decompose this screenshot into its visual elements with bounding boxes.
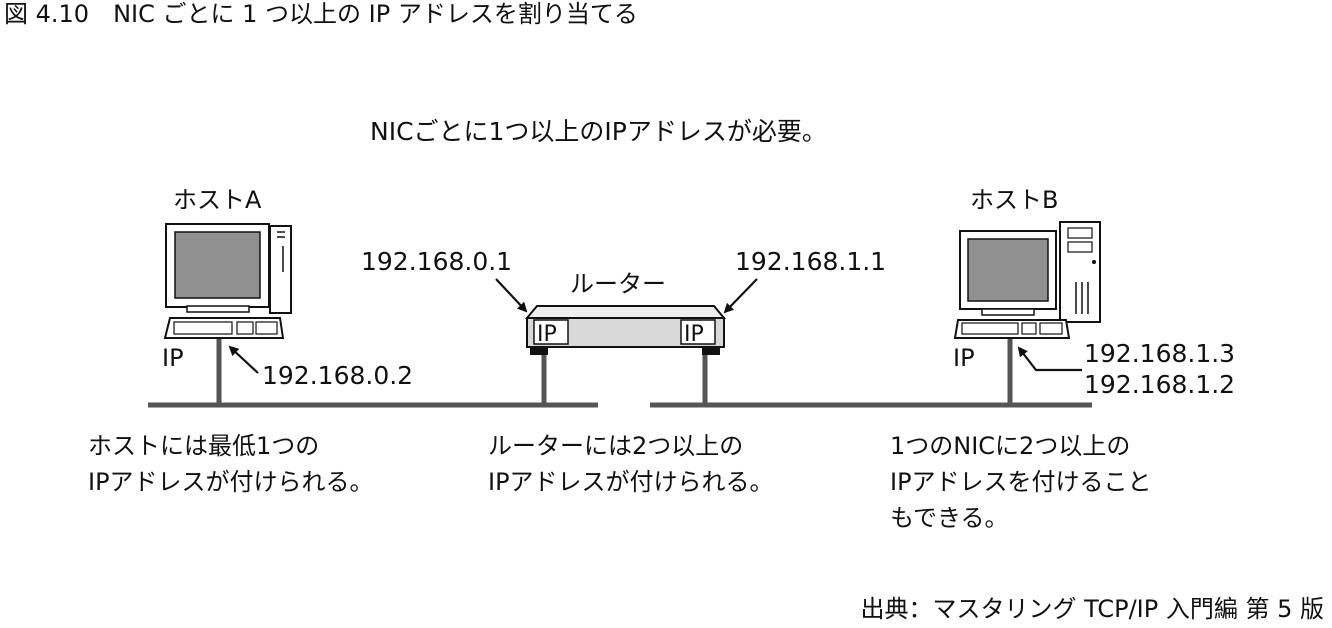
figure-title: 図 4.10 NIC ごとに 1 つ以上の IP アドレスを割り当てる: [4, 0, 638, 28]
host-a-label: ホストA: [173, 186, 262, 214]
router-left-address-arrow: [495, 278, 528, 313]
router-right-port-label: IP: [684, 322, 704, 347]
host-a-computer-icon: [163, 223, 292, 339]
note-router-line-1: ルーターには2つ以上の: [488, 432, 744, 460]
host-b-computer-icon: [953, 221, 1101, 339]
host-b-address-arrow: [1017, 346, 1082, 372]
note-host-a-line-1: ホストには最低1つの: [88, 432, 320, 460]
note-host-a: ホストには最低1つの IPアドレスが付けられる。: [88, 428, 374, 500]
host-b-address-2: 192.168.1.2: [1084, 370, 1236, 399]
host-a-ip-label: IP: [162, 344, 184, 372]
host-a-address-arrow: [228, 345, 259, 374]
host-b-address-1: 192.168.1.3: [1084, 339, 1236, 368]
router-icon: [524, 305, 727, 355]
host-a-address: 192.168.0.2: [262, 361, 414, 390]
router-right-address-arrow: [723, 278, 758, 314]
note-router: ルーターには2つ以上の IPアドレスが付けられる。: [488, 428, 774, 500]
source-credit: 出典：マスタリング TCP/IP 入門編 第 5 版: [860, 595, 1324, 623]
note-host-a-line-2: IPアドレスが付けられる。: [88, 468, 374, 496]
note-host-b-line-3: もできる。: [890, 504, 1009, 532]
router-right-address: 192.168.1.1: [735, 247, 887, 276]
router-left-port-label: IP: [537, 322, 557, 347]
note-host-b-line-1: 1つのNICに2つ以上の: [890, 432, 1131, 460]
note-host-b: 1つのNICに2つ以上の IPアドレスを付けること もできる。: [890, 428, 1152, 536]
note-router-line-2: IPアドレスが付けられる。: [488, 468, 774, 496]
router-label: ルーター: [570, 270, 666, 298]
host-b-ip-label: IP: [953, 344, 975, 372]
note-host-b-line-2: IPアドレスを付けること: [890, 468, 1152, 496]
router-left-address: 192.168.0.1: [361, 247, 513, 276]
host-b-label: ホストB: [970, 186, 1059, 214]
diagram-headline: NICごとに1つ以上のIPアドレスが必要。: [370, 117, 827, 146]
